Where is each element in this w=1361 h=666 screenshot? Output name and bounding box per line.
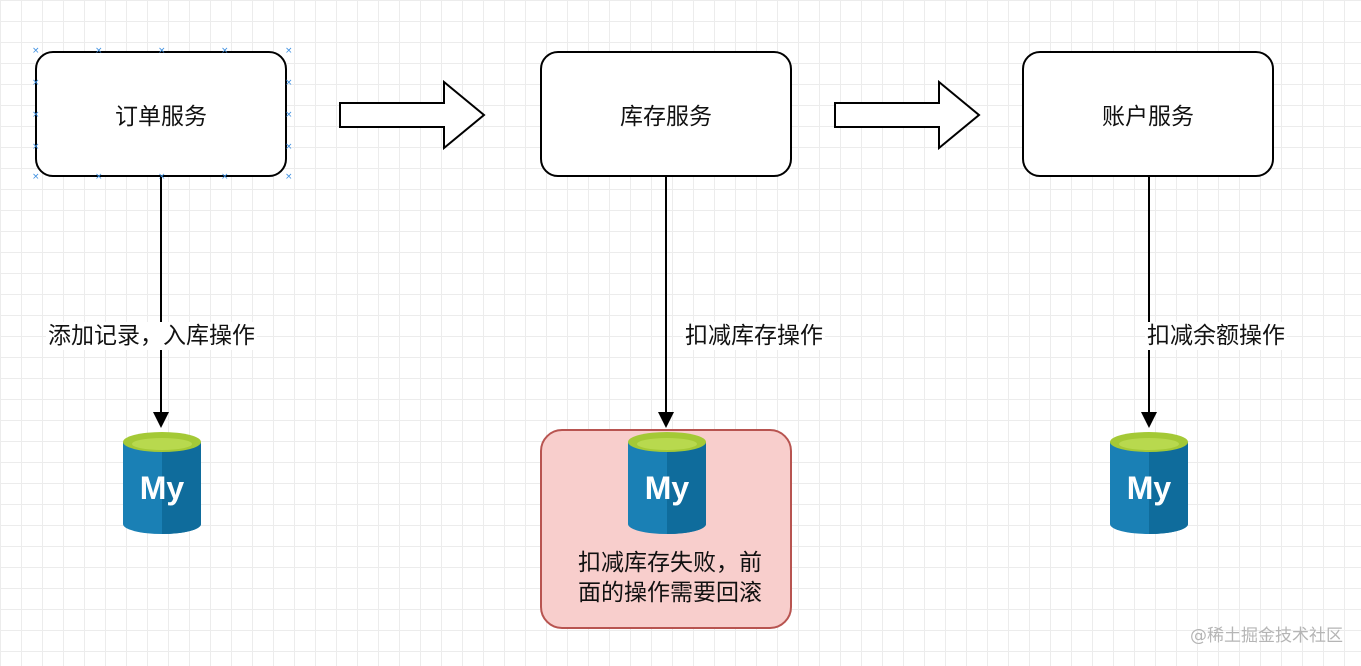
inventory-service-label: 库存服务 (620, 104, 712, 130)
order-db-arrowhead (153, 412, 169, 428)
svg-text:My: My (140, 470, 185, 506)
flow-arrow-inventory-to-account (834, 80, 981, 150)
account-db-arrowhead (1141, 412, 1157, 428)
flow-arrow-order-to-inventory (339, 80, 486, 150)
order-operation-label: 添加记录，入库操作 (46, 322, 257, 350)
inventory-db-arrowhead (658, 412, 674, 428)
order-db-connector (160, 177, 162, 413)
account-service-box[interactable]: 账户服务 (1022, 51, 1274, 177)
mysql-database-icon: My (123, 432, 201, 534)
account-operation-label: 扣减余额操作 (1145, 322, 1287, 350)
mysql-database-icon: My (628, 432, 706, 534)
account-service-label: 账户服务 (1102, 104, 1194, 130)
failure-note-line2: 面的操作需要回滚 (578, 580, 762, 606)
order-service-label: 订单服务 (115, 104, 207, 130)
svg-text:My: My (1127, 470, 1172, 506)
mysql-database-icon: My (1110, 432, 1188, 534)
failure-note: 扣减库存失败，前 面的操作需要回滚 (560, 548, 780, 608)
order-service-box[interactable]: 订单服务 (35, 51, 287, 177)
inventory-service-box[interactable]: 库存服务 (540, 51, 792, 177)
account-db-connector (1148, 177, 1150, 413)
failure-note-line1: 扣减库存失败，前 (578, 550, 762, 576)
inventory-db-connector (665, 177, 667, 413)
inventory-operation-label: 扣减库存操作 (683, 322, 825, 350)
watermark: @稀土掘金技术社区 (1190, 626, 1343, 646)
svg-text:My: My (645, 470, 690, 506)
